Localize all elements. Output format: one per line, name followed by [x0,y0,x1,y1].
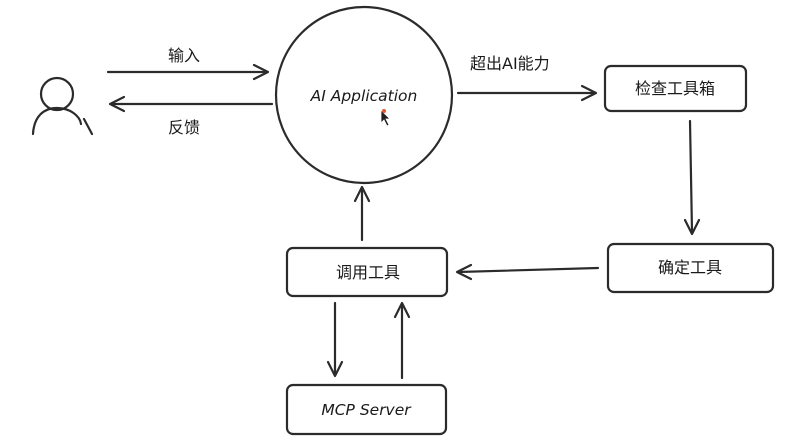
call-to-app-arrow [353,185,371,242]
ai-application-label: AI Application [310,87,418,105]
call-to-mcp-arrow [326,301,344,378]
feedback-label: 反馈 [168,118,200,137]
user-icon [31,76,94,136]
confirm-tool-node [606,242,775,294]
confirm-tool-label: 确定工具 [658,258,722,277]
mouse-cursor-icon [380,109,391,127]
mcp-to-call-arrow [393,301,411,380]
input-arrow [106,63,270,81]
input-label: 输入 [168,46,200,65]
beyond-ai-label: 超出AI能力 [470,54,550,73]
check-toolbox-label: 检查工具箱 [635,79,715,98]
check-toolbox-node [603,64,748,113]
beyond-ai-arrow [456,84,598,102]
call-tool-node [285,246,449,298]
mcp-server-node [285,383,448,436]
call-tool-label: 调用工具 [336,263,400,282]
mcp-server-label: MCP Server [321,401,412,419]
feedback-arrow [108,95,274,113]
check-to-confirm-arrow [683,119,701,236]
ai-application-node [274,5,454,185]
confirm-to-call-arrow [455,263,600,281]
